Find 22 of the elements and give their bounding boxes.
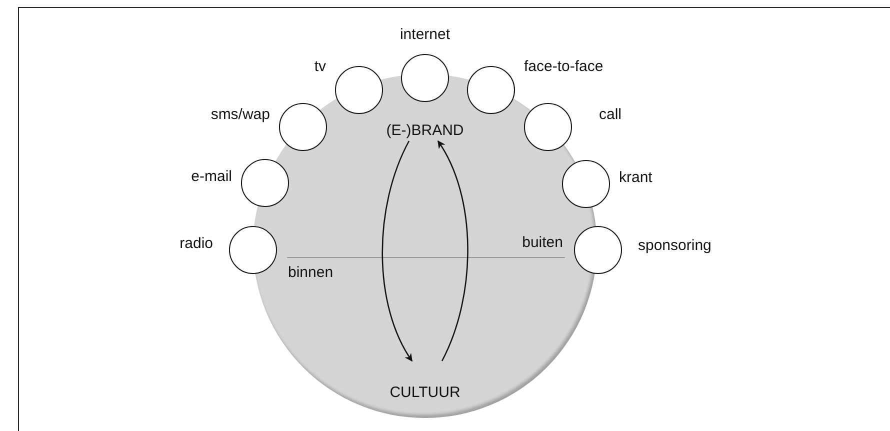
channel-circle [229,226,277,274]
channel-circle [562,160,610,208]
channel-label: internet [400,26,450,44]
channel-circle [467,66,515,114]
channel-label: call [599,106,622,124]
channel-circle [574,226,622,274]
region-label: binnen [288,264,334,282]
channel-label: face-to-face [524,58,604,76]
channel-label: tv [314,58,326,76]
curved-arrow [437,140,468,362]
concept-label: CULTUUR [390,384,460,402]
channel-label: e-mail [191,168,232,186]
concept-label: (E-)BRAND [386,122,464,140]
curved-arrow [382,140,413,362]
channel-circle [335,66,383,114]
channel-label: krant [619,169,652,187]
channel-label: sponsoring [638,237,712,255]
channel-label: sms/wap [210,106,270,124]
region-label: buiten [522,234,563,252]
channel-circle [241,159,289,207]
channel-circle [401,54,449,102]
channel-label: radio [180,235,213,253]
